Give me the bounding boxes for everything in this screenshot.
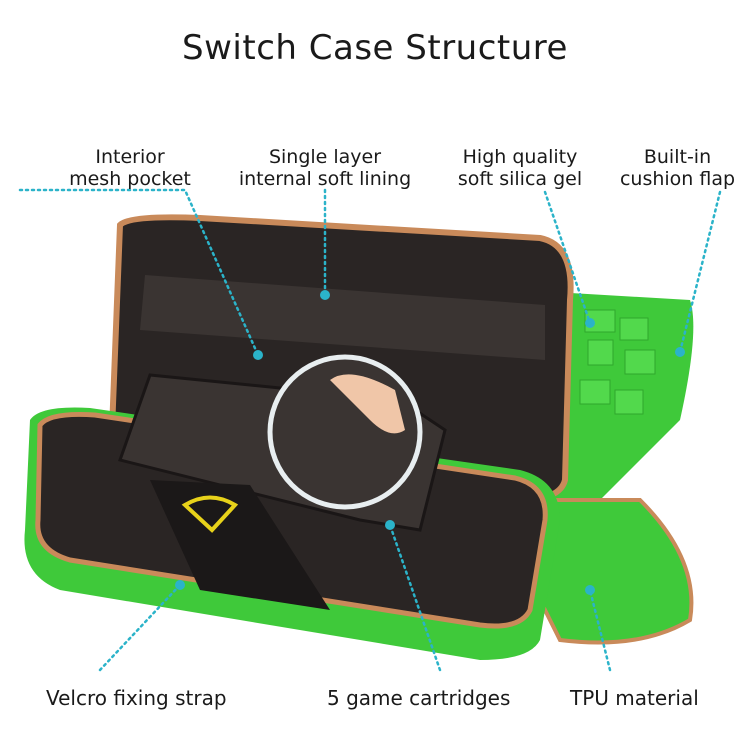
hand-detail (330, 374, 405, 434)
callout-mesh-pocket: Interior mesh pocket (50, 146, 210, 190)
callout-tpu-material: TPU material (570, 686, 699, 710)
callout-lines (18, 188, 722, 672)
callout-cushion-flap: Built-in cushion flap (610, 146, 745, 190)
callout-text: internal soft lining (238, 168, 412, 190)
callout-game-cartridges: 5 game cartridges (327, 686, 511, 710)
callout-text: cushion flap (619, 168, 736, 190)
page-title: Switch Case Structure (182, 28, 568, 68)
callout-text: High quality (462, 146, 578, 168)
callout-text: soft silica gel (457, 168, 583, 190)
callout-text: Interior (95, 146, 165, 168)
callout-text: Built-in (643, 146, 712, 168)
mesh-pocket-shape (140, 275, 545, 360)
callout-dots (175, 290, 685, 595)
callout-silica-gel: High quality soft silica gel (440, 146, 600, 190)
callout-text: Single layer (268, 146, 382, 168)
silica-gel-pattern (579, 309, 656, 415)
brand-logo (181, 495, 239, 533)
callout-velcro-strap: Velcro fixing strap (46, 686, 227, 710)
callout-text: mesh pocket (69, 168, 191, 190)
callout-soft-lining: Single layer internal soft lining (225, 146, 425, 190)
green-shell-lower (518, 498, 694, 645)
